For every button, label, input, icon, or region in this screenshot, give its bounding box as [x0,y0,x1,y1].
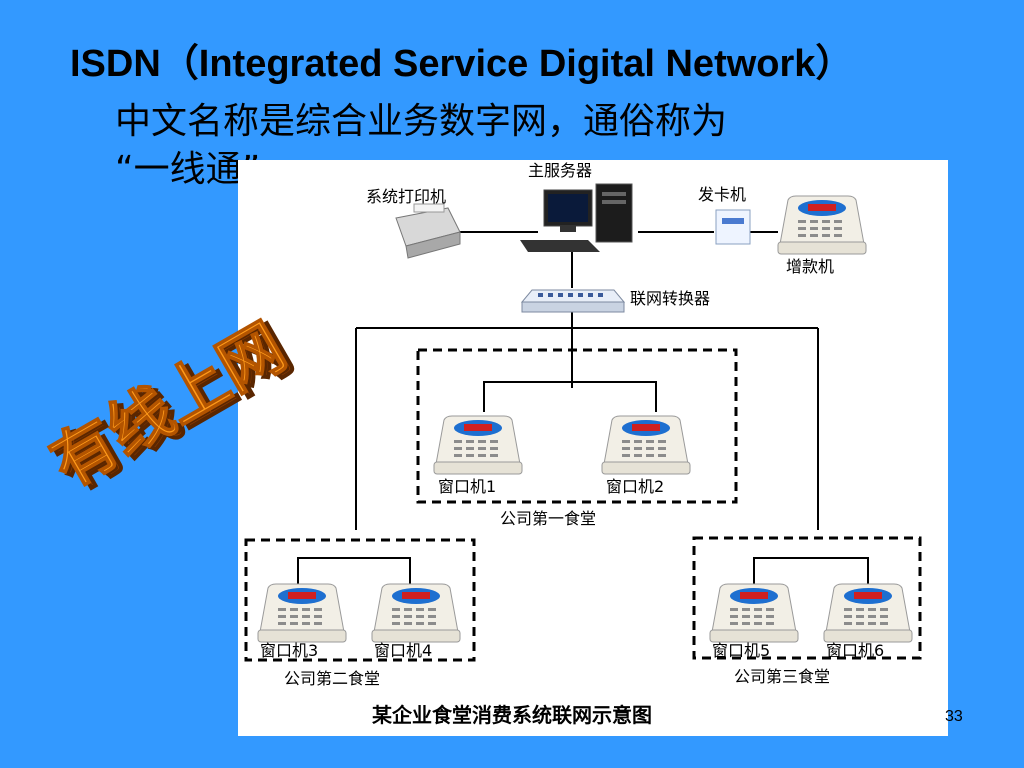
canteen-1-label: 公司第一食堂 [500,509,596,528]
slide-title: ISDN（Integrated Service Digital Network） [70,43,854,85]
server-label: 主服务器 [528,161,592,180]
terminal-5-label: 窗口机5 [712,641,770,660]
connection-lines [297,231,869,585]
wordart-text: 有线上网 [39,310,298,502]
subtitle-line-2: “一线通” [115,149,261,190]
topup-machine-icon [777,195,867,255]
topup-machine-label: 增款机 [786,257,834,276]
wordart-banner: 有线上网 有线上网 [22,250,322,510]
card-issuer-icon [715,209,751,245]
group-box-canteen-1 [416,348,738,504]
network-switch-label: 联网转换器 [630,289,710,308]
card-issuer-label: 发卡机 [698,185,746,204]
diagram-canvas: 主服务器 系统打印机 发卡机 增款机 联网转换器 [244,161,922,727]
terminal-5-icon [709,583,799,643]
computer-icon [520,183,633,252]
network-diagram: 主服务器 系统打印机 发卡机 增款机 联网转换器 [238,160,948,736]
terminal-4-icon [371,583,461,643]
terminal-6-icon [823,583,913,643]
page-number: 33 [945,708,963,725]
terminal-1-icon [433,415,523,475]
canteen-3-label: 公司第三食堂 [734,667,830,686]
group-box-canteen-3 [692,536,922,660]
terminal-4-label: 窗口机4 [374,641,432,660]
terminal-3-icon [257,583,347,643]
terminal-3-label: 窗口机3 [260,641,318,660]
terminal-6-label: 窗口机6 [826,641,884,660]
terminal-2-label: 窗口机2 [606,477,664,496]
network-switch-icon [520,289,626,313]
terminal-1-label: 窗口机1 [438,477,496,496]
group-box-canteen-2 [244,538,476,662]
subtitle-line-1: 中文名称是综合业务数字网，通俗称为 [115,101,728,142]
printer-label: 系统打印机 [366,187,446,206]
terminal-2-icon [601,415,691,475]
canteen-2-label: 公司第二食堂 [284,669,380,688]
printer-icon [395,203,461,259]
diagram-caption: 某企业食堂消费系统联网示意图 [372,703,652,727]
